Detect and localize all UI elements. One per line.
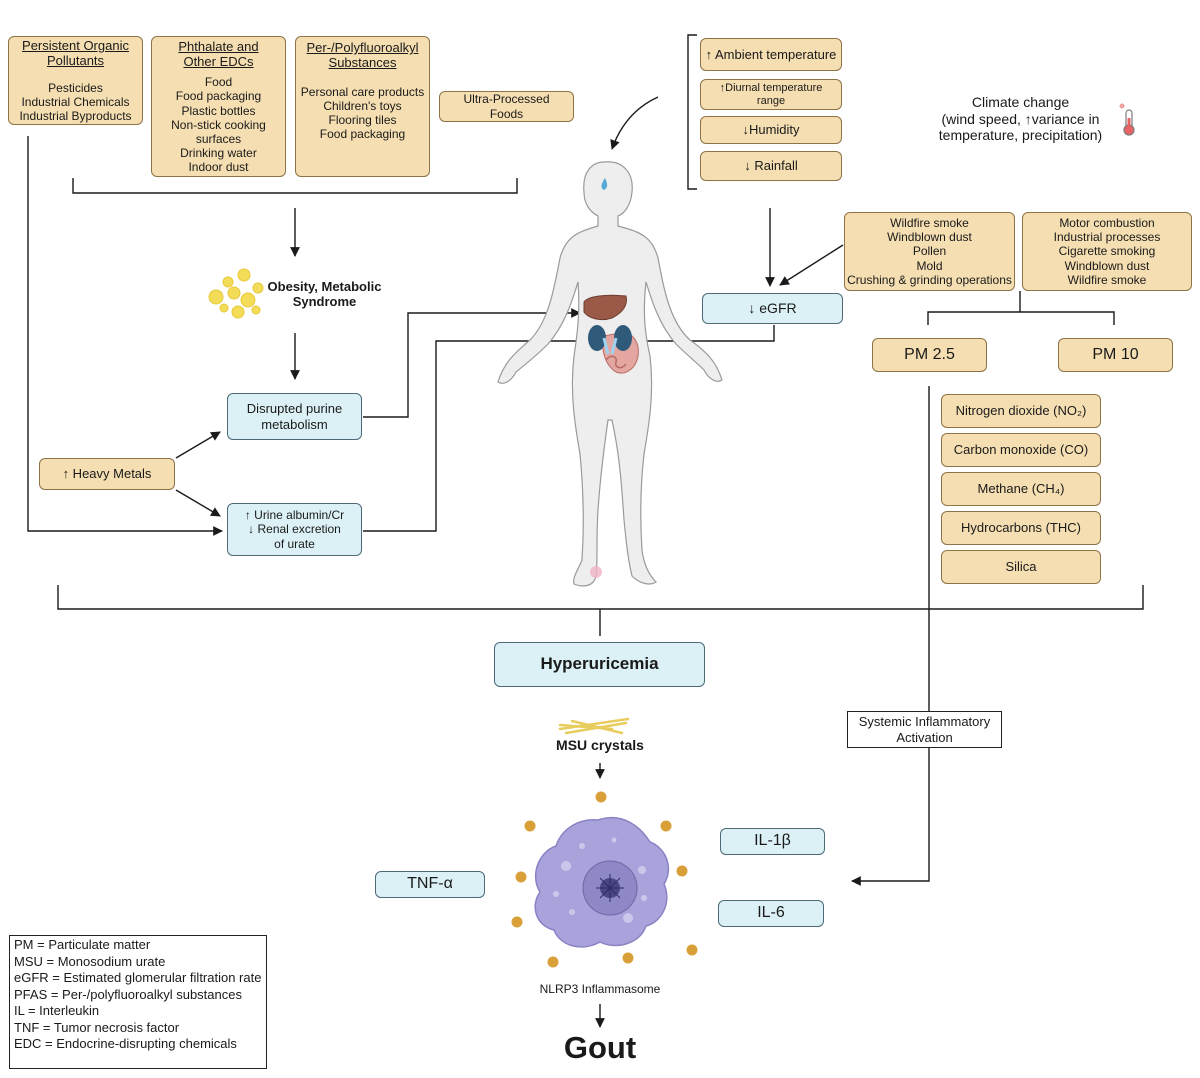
- pop-item: Industrial Byproducts: [19, 108, 132, 123]
- systemic-line: Activation: [896, 729, 953, 745]
- heavy-metals-box: ↑ Heavy Metals: [39, 458, 175, 490]
- climate-change-label: Climate change (wind speed, ↑variance in…: [918, 94, 1123, 144]
- pfas-item: Food packaging: [319, 127, 406, 142]
- pm-source-item: Motor combustion: [1059, 216, 1155, 231]
- pm-source-item: Windblown dust: [887, 230, 972, 245]
- phthalate-box: Phthalate and Other EDCs Food Food packa…: [151, 36, 286, 177]
- msu-crystals-label: MSU crystals: [556, 737, 644, 753]
- hyperuricemia-label: Hyperuricemia: [540, 654, 659, 674]
- pfas-title: Per-/Polyfluoroalkyl Substances: [306, 40, 419, 71]
- systemic-line: Systemic Inflammatory: [858, 714, 991, 730]
- pfas-box: Per-/Polyfluoroalkyl Substances Personal…: [295, 36, 430, 177]
- pm10-label: PM 10: [1092, 345, 1139, 363]
- legend-item: EDC = Endocrine-disrupting chemicals: [14, 1036, 237, 1051]
- tnf-alpha-box: TNF-α: [375, 871, 485, 898]
- heavy-metals-label: ↑ Heavy Metals: [62, 466, 152, 482]
- pop-box: Persistent Organic Pollutants Pesticides…: [8, 36, 143, 125]
- gas-label: Hydrocarbons (THC): [961, 520, 1081, 536]
- legend-item: TNF = Tumor necrosis factor: [14, 1019, 180, 1035]
- obesity-label: Obesity, Metabolic Syndrome: [262, 279, 387, 309]
- gas-label: Silica: [1005, 559, 1037, 575]
- urine-line: of urate: [274, 536, 315, 551]
- pm-source-item: Crushing & grinding operations: [847, 272, 1012, 287]
- phthalate-title: Phthalate and Other EDCs: [178, 38, 259, 69]
- hyperuricemia-box: Hyperuricemia: [494, 642, 705, 687]
- egfr-label: ↓ eGFR: [748, 300, 797, 317]
- phthalate-item: Drinking water: [180, 146, 257, 161]
- nlrp3-label: NLRP3 Inflammasome: [539, 982, 661, 996]
- pfas-item: Flooring tiles: [328, 112, 397, 127]
- gas-label: Methane (CH₄): [977, 481, 1065, 497]
- phthalate-item: Plastic bottles: [181, 103, 256, 118]
- pm-source-item: Wildfire smoke: [890, 216, 969, 231]
- gas-box-co: Carbon monoxide (CO): [941, 433, 1101, 467]
- gas-box-thc: Hydrocarbons (THC): [941, 511, 1101, 545]
- climate-label-line: Climate change: [971, 94, 1070, 110]
- climate-item-diurnal: ↑Diurnal temperature range: [700, 79, 842, 110]
- gas-box-no2: Nitrogen dioxide (NO₂): [941, 394, 1101, 428]
- egfr-box: ↓ eGFR: [702, 293, 843, 324]
- pop-title: Persistent Organic Pollutants: [22, 37, 129, 69]
- phthalate-item: Non-stick cooking surfaces: [171, 117, 266, 146]
- pfas-item: Personal care products: [300, 84, 425, 99]
- climate-label-line: (wind speed, ↑variance in: [941, 110, 1100, 127]
- urine-box: ↑ Urine albumin/Cr ↓ Renal excretion of …: [227, 503, 362, 556]
- pop-item: Pesticides: [48, 80, 103, 95]
- pm25-label: PM 2.5: [904, 345, 955, 363]
- urine-line: ↑ Urine albumin/Cr: [244, 508, 345, 523]
- legend-item: eGFR = Estimated glomerular filtration r…: [14, 970, 262, 985]
- systemic-inflammatory-box: Systemic Inflammatory Activation: [847, 711, 1002, 748]
- il6-box: IL-6: [718, 900, 824, 927]
- purine-label: Disrupted purine metabolism: [246, 401, 343, 432]
- climate-item-label: ↑Diurnal temperature range: [719, 81, 823, 107]
- obesity-line: Syndrome: [292, 294, 357, 309]
- gas-box-silica: Silica: [941, 550, 1101, 584]
- pm-source-item: Pollen: [912, 244, 947, 259]
- phthalate-item: Indoor dust: [188, 160, 249, 175]
- ultra-processed-foods-box: Ultra-Processed Foods: [439, 91, 574, 122]
- climate-item-label: ↑ Ambient temperature: [705, 46, 837, 62]
- climate-item-label: ↓ Rainfall: [744, 158, 798, 174]
- urine-line: ↓ Renal excretion: [248, 522, 341, 537]
- il6-label: IL-6: [757, 904, 785, 922]
- legend-item: PM = Particulate matter: [14, 937, 151, 952]
- gout-label: Gout: [563, 1030, 637, 1065]
- climate-item-temperature: ↑ Ambient temperature: [700, 38, 842, 71]
- pm-source-item: Cigarette smoking: [1058, 244, 1156, 259]
- purine-box: Disrupted purine metabolism: [227, 393, 362, 440]
- pfas-item: Children's toys: [323, 98, 402, 113]
- pm10-box: PM 10: [1058, 338, 1173, 372]
- legend-item: PFAS = Per-/polyfluoroalkyl substances: [14, 986, 242, 1002]
- pm25-box: PM 2.5: [872, 338, 987, 372]
- legend-item: IL = Interleukin: [14, 1003, 100, 1018]
- il1b-box: IL-1β: [720, 828, 825, 855]
- obesity-line: Obesity, Metabolic: [267, 279, 382, 294]
- gas-label: Carbon monoxide (CO): [953, 442, 1089, 458]
- il1b-label: IL-1β: [754, 832, 791, 850]
- abbreviation-legend: PM = Particulate matter MSU = Monosodium…: [9, 935, 267, 1069]
- pm-sources-right-box: Motor combustion Industrial processes Ci…: [1022, 212, 1192, 291]
- pop-item: Industrial Chemicals: [21, 94, 130, 109]
- pm-source-item: Wildfire smoke: [1067, 272, 1147, 287]
- climate-item-rainfall: ↓ Rainfall: [700, 151, 842, 181]
- climate-item-label: ↓Humidity: [742, 122, 800, 138]
- tnf-alpha-label: TNF-α: [407, 875, 453, 893]
- pm-sources-left-box: Wildfire smoke Windblown dust Pollen Mol…: [844, 212, 1015, 291]
- climate-item-humidity: ↓Humidity: [700, 116, 842, 144]
- climate-label-line: temperature, precipitation): [938, 127, 1103, 143]
- pm-source-item: Industrial processes: [1053, 230, 1161, 245]
- pm-source-item: Mold: [916, 258, 943, 273]
- phthalate-item: Food packaging: [175, 89, 262, 104]
- pm-source-item: Windblown dust: [1064, 258, 1150, 273]
- gas-label: Nitrogen dioxide (NO₂): [955, 403, 1087, 419]
- phthalate-item: Food: [204, 75, 233, 90]
- ultra-processed-foods-label: Ultra-Processed Foods: [463, 92, 550, 121]
- legend-item: MSU = Monosodium urate: [14, 953, 166, 969]
- gas-box-ch4: Methane (CH₄): [941, 472, 1101, 506]
